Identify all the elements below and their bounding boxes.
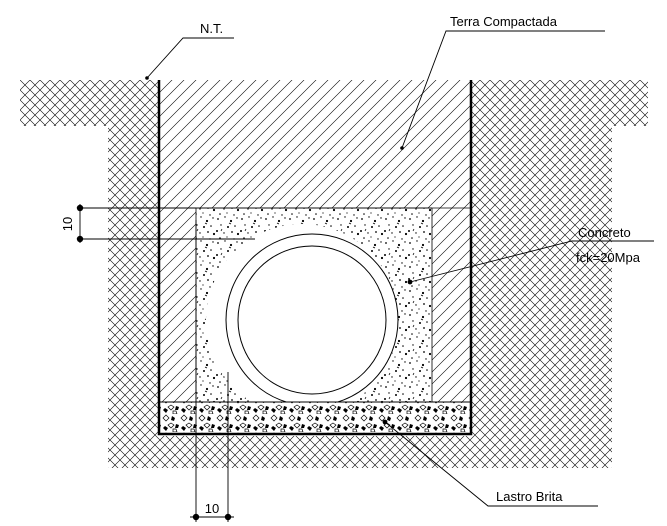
concrete-label: Concreto (578, 225, 631, 240)
vertical-dimension-value: 10 (60, 217, 75, 231)
gravel-bed-label: Lastro Brita (496, 489, 563, 504)
natural-terrain-label: N.T. (200, 21, 223, 36)
pipe (225, 233, 399, 407)
nt-leader (146, 37, 234, 79)
compacted-soil-label: Terra Compactada (450, 14, 558, 29)
trench-walls (157, 80, 473, 436)
concrete-strength-label: fck=20Mpa (576, 250, 641, 265)
natural-ground-hatch (20, 80, 648, 468)
horizontal-dimension-value: 10 (205, 501, 219, 516)
